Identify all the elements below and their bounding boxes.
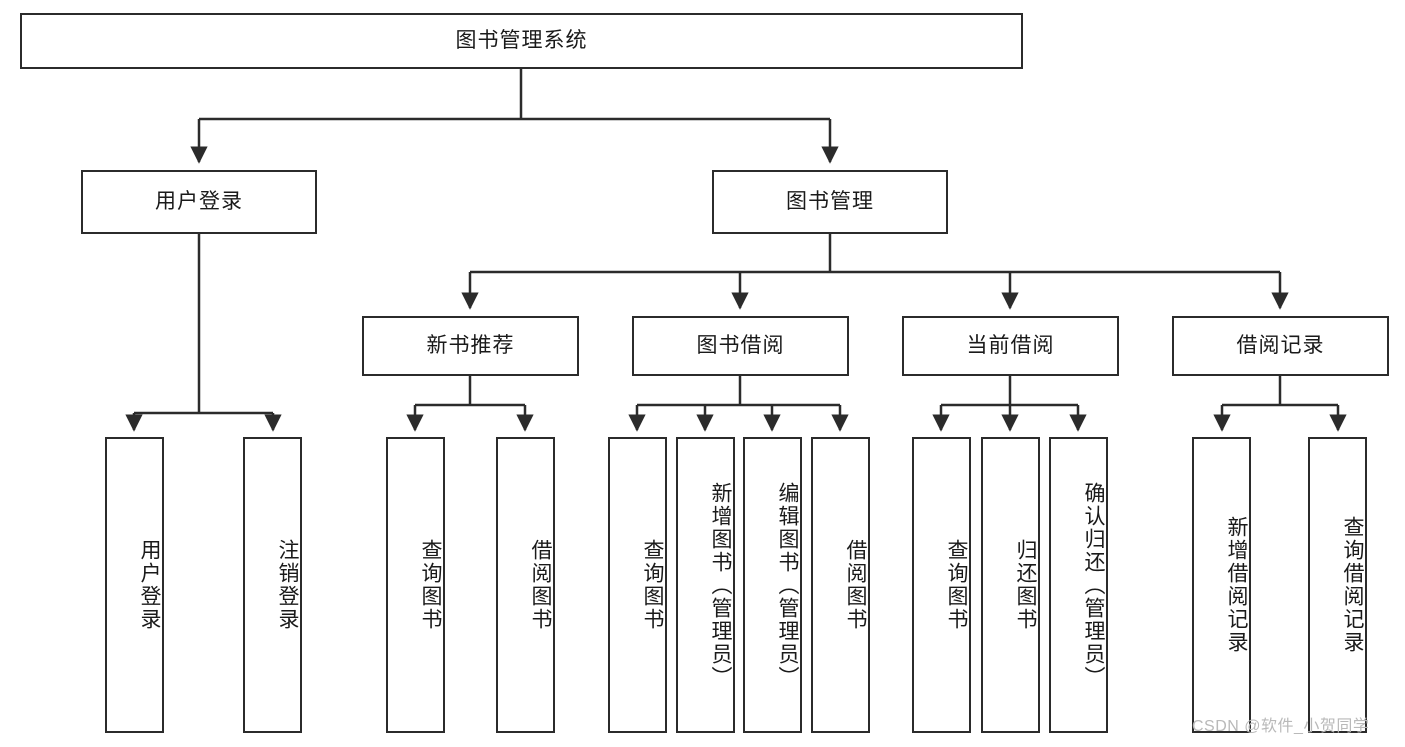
node-new-book-recommend[interactable]: 新书推荐 xyxy=(362,316,579,376)
node-label: 用户登录 xyxy=(155,190,243,214)
node-label: 图书管理系统 xyxy=(455,29,588,53)
node-leaf-logout-login[interactable]: 注销登录 xyxy=(243,437,302,733)
node-label: 查询图书 xyxy=(641,539,664,631)
node-label: 新书推荐 xyxy=(426,334,515,358)
node-current-borrow[interactable]: 当前借阅 xyxy=(902,316,1119,376)
node-label: 注销登录 xyxy=(276,539,299,631)
csdn-watermark: CSDN @软件_小贺同学 xyxy=(1192,718,1370,735)
node-label: 图书管理 xyxy=(786,190,874,214)
node-label: 新增借阅记录 xyxy=(1225,516,1248,654)
node-leaf-edit-book[interactable]: 编辑图书（管理员） xyxy=(743,437,802,733)
node-leaf-query-book-2[interactable]: 查询图书 xyxy=(608,437,667,733)
node-label: 查询图书 xyxy=(419,539,442,631)
node-label: 图书借阅 xyxy=(696,334,785,358)
node-user-login[interactable]: 用户登录 xyxy=(81,170,317,234)
node-book-management[interactable]: 图书管理 xyxy=(712,170,948,234)
node-borrow-record[interactable]: 借阅记录 xyxy=(1172,316,1389,376)
node-label: 用户登录 xyxy=(138,539,161,631)
node-label: 编辑图书（管理员） xyxy=(776,481,799,689)
node-leaf-query-record[interactable]: 查询借阅记录 xyxy=(1308,437,1367,733)
node-leaf-query-book-1[interactable]: 查询图书 xyxy=(386,437,445,733)
node-label: 确认归还（管理员） xyxy=(1082,481,1105,689)
node-label: 当前借阅 xyxy=(966,334,1055,358)
node-label: 新增图书（管理员） xyxy=(709,481,732,689)
node-label: 归还图书 xyxy=(1014,539,1037,631)
node-book-management-system[interactable]: 图书管理系统 xyxy=(20,13,1023,69)
node-book-borrow[interactable]: 图书借阅 xyxy=(632,316,849,376)
node-leaf-user-login[interactable]: 用户登录 xyxy=(105,437,164,733)
node-label: 借阅图书 xyxy=(529,539,552,631)
node-leaf-return-book[interactable]: 归还图书 xyxy=(981,437,1040,733)
node-label: 查询图书 xyxy=(945,539,968,631)
node-leaf-borrow-book-1[interactable]: 借阅图书 xyxy=(496,437,555,733)
node-leaf-add-record[interactable]: 新增借阅记录 xyxy=(1192,437,1251,733)
node-label: 借阅图书 xyxy=(844,539,867,631)
node-leaf-query-book-3[interactable]: 查询图书 xyxy=(912,437,971,733)
node-leaf-confirm-return[interactable]: 确认归还（管理员） xyxy=(1049,437,1108,733)
node-label: 查询借阅记录 xyxy=(1341,516,1364,654)
node-leaf-add-book[interactable]: 新增图书（管理员） xyxy=(676,437,735,733)
node-leaf-borrow-book-2[interactable]: 借阅图书 xyxy=(811,437,870,733)
node-label: 借阅记录 xyxy=(1236,334,1325,358)
